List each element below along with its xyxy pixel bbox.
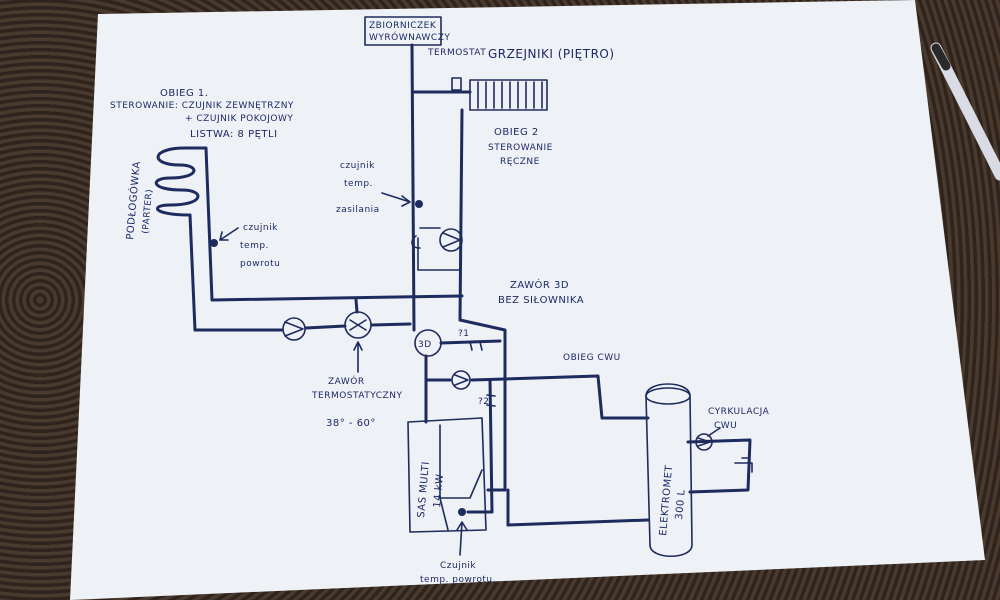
circuit2-pump-icon — [411, 228, 463, 252]
circulation-label-1: CYRKULACJA — [708, 407, 770, 417]
circuit2-manual: RĘCZNE — [500, 157, 540, 167]
floor-pump-icon — [282, 317, 306, 341]
arrow-thermo-valve — [353, 341, 363, 373]
arrow-return-sensor — [219, 227, 239, 241]
thermostat-label: TERMOSTAT — [427, 48, 486, 58]
circuit1-control-2: + CZUJNIK POKOJOWY — [185, 114, 293, 124]
expansion-tank-label-1: ZBIORNICZEK — [369, 21, 437, 31]
boiler-label-1: SAS MULTI — [416, 461, 432, 518]
cwu-return-pipe — [506, 518, 650, 527]
radiator-icon — [469, 79, 548, 111]
expansion-tank-box — [364, 16, 442, 46]
boiler-return-pipe — [466, 378, 494, 514]
water-tap-icon — [734, 457, 753, 473]
marker-q1: ?1 — [458, 329, 470, 339]
supply-sensor-label-1: czujnik — [340, 161, 375, 171]
marker-q1-ticks — [469, 341, 483, 351]
floor-heating-coil-icon — [155, 146, 200, 217]
valve-3d-symbol: 3D — [418, 340, 432, 350]
return-sensor-label-3: powrotu — [240, 259, 280, 269]
tank-label-2: 300 L — [674, 489, 688, 520]
cwu-supply-pipe — [470, 374, 650, 420]
expansion-tank-label-2: WYRÓWNAWCZY — [369, 31, 450, 43]
boiler-label-2: 14 kW — [432, 473, 446, 508]
circuit2-control: STEROWANIE — [488, 143, 553, 153]
thermostatic-valve-icon — [344, 311, 372, 339]
three-way-valve-icon — [414, 329, 442, 357]
circulation-label-2: CWU — [714, 421, 737, 431]
pump-to-valve-pipe — [304, 324, 347, 330]
circuit2-title: OBIEG 2 — [494, 127, 539, 138]
arrow-boiler-sensor — [456, 521, 468, 556]
boiler-return-sensor-dot — [458, 508, 466, 516]
paper-sheet — [70, 0, 985, 600]
boiler-icon — [407, 417, 487, 533]
circulation-pump-icon — [695, 433, 713, 451]
circuit1-control: STEROWANIE: CZUJNIK ZEWNĘTRZNY — [110, 101, 294, 111]
floor-heating-sublabel: (PARTER) — [141, 188, 155, 234]
cwu-pump-icon — [451, 370, 471, 390]
boiler-sensor-label-2: temp. powrotu. — [420, 575, 496, 585]
marker-q2-ticks — [486, 394, 496, 407]
supply-sensor-label-3: zasilania — [336, 205, 380, 215]
thermo-valve-mix-pipe — [354, 298, 359, 314]
arrow-circulation — [707, 427, 721, 437]
circulation-loop-pipe — [686, 438, 752, 494]
marker-q2: ?2 — [478, 397, 490, 407]
thermo-valve-label-2: TERMOSTATYCZNY — [311, 391, 402, 401]
floor-return-pipe — [188, 213, 284, 332]
circuit1-title: OBIEG 1. — [160, 88, 208, 99]
pen-icon — [930, 42, 1000, 181]
circuit1-manifold: LISTWA: 8 PĘTLI — [190, 129, 278, 140]
return-sensor-label-1: czujnik — [243, 223, 278, 233]
thermo-valve-range: 38° - 60° — [326, 418, 376, 429]
supply-temp-sensor-dot — [415, 200, 423, 208]
arrow-supply-sensor — [381, 192, 411, 207]
supply-sensor-label-2: temp. — [344, 179, 373, 189]
return-temp-sensor-dot — [210, 239, 218, 247]
floor-supply-pipe — [183, 146, 464, 302]
return-riser-pipe — [458, 318, 507, 492]
valve-to-main-pipe — [370, 322, 412, 327]
radiators-label: GRZEJNIKI (PIĘTRO) — [488, 47, 615, 61]
boiler-sensor-label-1: Czujnik — [440, 561, 476, 571]
cwu-circuit-label: OBIEG CWU — [563, 353, 621, 363]
valve-3d-label-2: BEZ SIŁOWNIKA — [498, 295, 584, 306]
valve-3d-label-1: ZAWÓR 3D — [510, 278, 569, 291]
thermostat-icon — [451, 77, 462, 91]
return-sensor-label-2: temp. — [240, 241, 269, 251]
thermo-valve-label-1: ZAWÓR — [328, 375, 365, 387]
radiator-return-pipe — [458, 108, 464, 322]
storage-tank-icon — [645, 383, 693, 557]
main-supply-pipe — [410, 43, 416, 332]
